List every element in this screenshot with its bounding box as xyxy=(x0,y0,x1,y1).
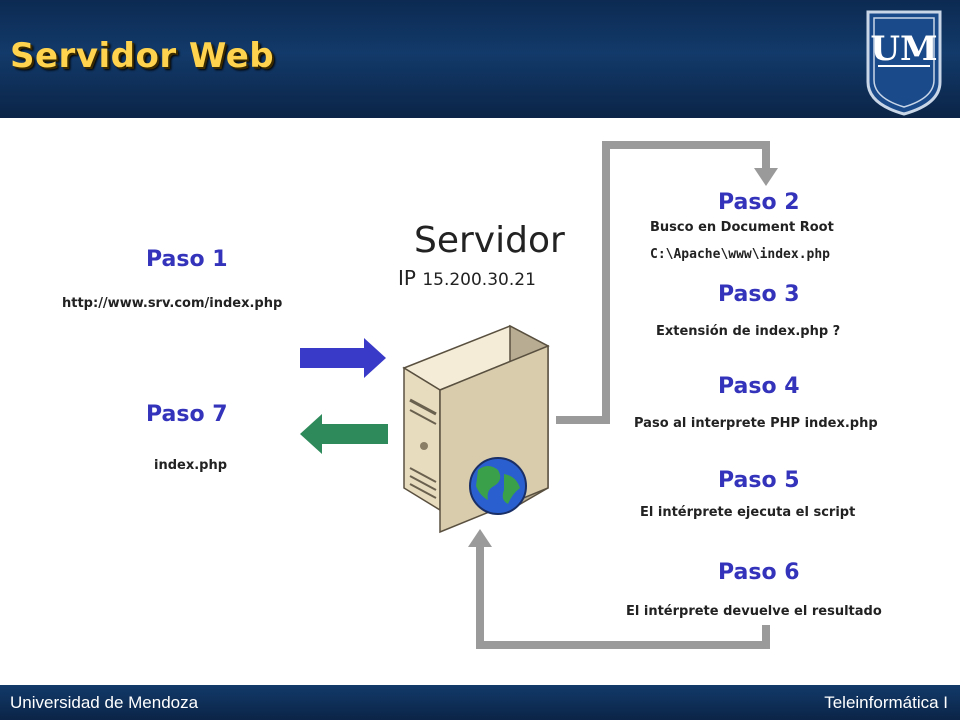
server-ip-value: 15.200.30.21 xyxy=(422,270,536,290)
footer-bar xyxy=(0,685,960,720)
connector-to-step2 xyxy=(556,141,770,424)
university-shield-logo: UM xyxy=(866,10,942,116)
step-2-note-1: Busco en Document Root xyxy=(650,220,834,235)
connector-arrowhead-up xyxy=(468,529,492,547)
step-2-note-2: C:\Apache\www\index.php xyxy=(650,247,831,262)
step-6-label: Paso 6 xyxy=(718,560,800,585)
step-1-label: Paso 1 xyxy=(146,247,228,272)
connector-arrowhead-down xyxy=(754,168,778,186)
step-6-note: El intérprete devuelve el resultado xyxy=(626,604,882,619)
step-2-label: Paso 2 xyxy=(718,190,800,215)
request-arrow xyxy=(300,338,386,378)
step-7-label: Paso 7 xyxy=(146,402,228,427)
server-label: Servidor xyxy=(414,220,565,261)
connector-from-step6 xyxy=(476,545,770,649)
step-4-note: Paso al interprete PHP index.php xyxy=(634,416,878,431)
step-3-label: Paso 3 xyxy=(718,282,800,307)
step-3-note: Extensión de index.php ? xyxy=(656,324,841,339)
step-1-note: http://www.srv.com/index.php xyxy=(62,296,283,311)
response-arrow xyxy=(300,414,388,454)
footer-course: Teleinformática I xyxy=(824,693,948,712)
header-bar xyxy=(0,0,960,118)
step-5-note: El intérprete ejecuta el script xyxy=(640,505,856,520)
svg-text:UM: UM xyxy=(870,29,937,69)
footer-university: Universidad de Mendoza xyxy=(10,693,199,712)
step-4-label: Paso 4 xyxy=(718,374,800,399)
step-7-note: index.php xyxy=(154,458,228,473)
server-ip-prefix: IP xyxy=(398,266,416,290)
slide-title: Servidor Web xyxy=(10,36,275,76)
step-5-label: Paso 5 xyxy=(718,468,800,493)
server-ip: IP 15.200.30.21 xyxy=(398,266,536,290)
server-globe-icon xyxy=(402,324,550,534)
